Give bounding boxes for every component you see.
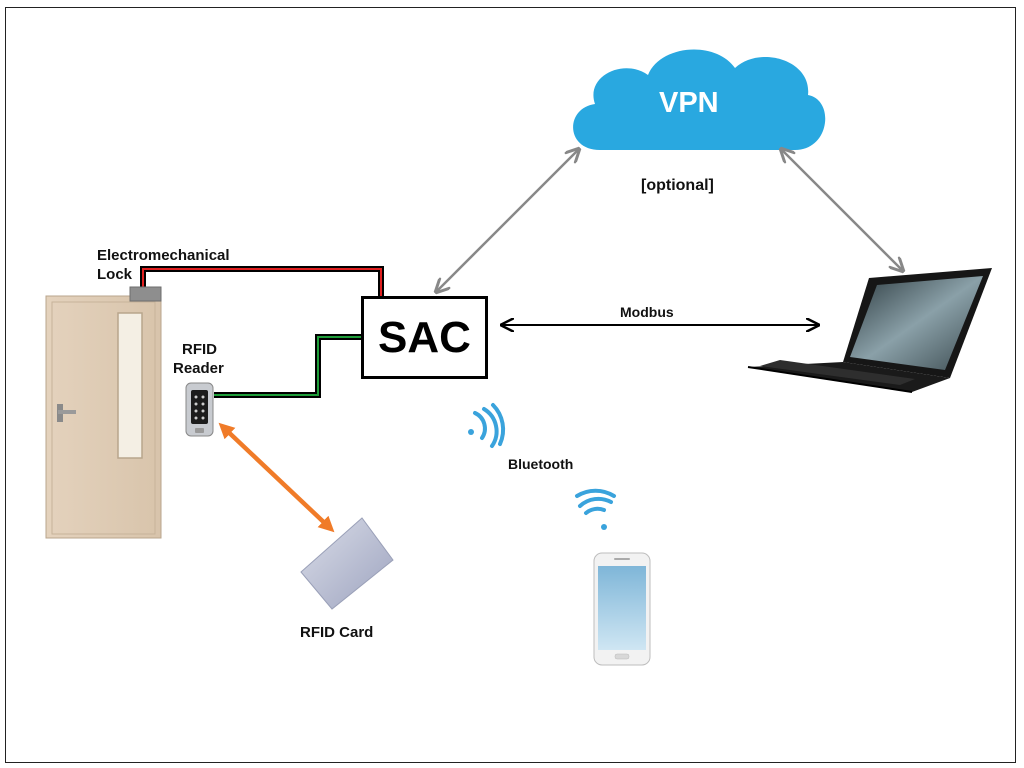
door-icon	[45, 295, 162, 539]
lock-label-line2: Lock	[97, 266, 133, 283]
sac-label: SAC	[378, 312, 471, 362]
cloud-icon	[573, 49, 826, 150]
bluetooth-wave-icon	[575, 488, 616, 530]
bluetooth-label: Bluetooth	[508, 456, 574, 472]
lock-icon	[129, 286, 162, 302]
reader-label-line1: RFID	[182, 341, 217, 358]
vpn-sac-arrow	[437, 150, 578, 291]
rfid-card-icon	[300, 517, 394, 610]
modbus-label: Modbus	[620, 304, 674, 320]
rfid-arrow	[218, 422, 335, 533]
reader-label-line2: Reader	[173, 360, 224, 377]
lock-wire	[140, 266, 384, 300]
vpn-label: VPN	[659, 87, 719, 119]
sac-controller: SAC	[361, 296, 488, 379]
lock-label-line1: Electromechanical	[97, 247, 230, 264]
vpn-laptop-arrow	[782, 150, 902, 270]
bluetooth-wave-icon	[468, 403, 506, 448]
reader-wire	[214, 334, 361, 398]
rfid-card-label: RFID Card	[300, 624, 374, 641]
laptop-icon	[747, 268, 992, 393]
rfid-reader-icon	[185, 382, 214, 437]
optional-label: [optional]	[641, 177, 714, 194]
smartphone-icon	[593, 552, 651, 666]
diagram-frame	[5, 7, 1016, 763]
